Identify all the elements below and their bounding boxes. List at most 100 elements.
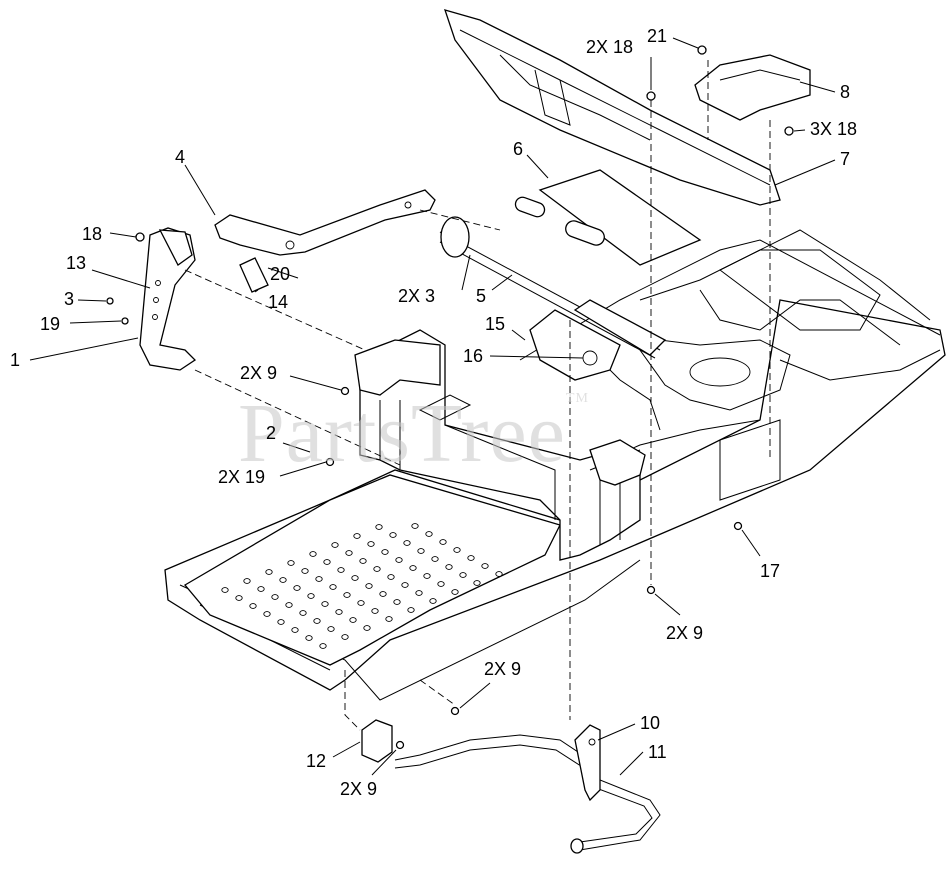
callout-2x3: 2X 3 <box>398 286 436 306</box>
floor-hole <box>429 598 437 604</box>
floor-hole <box>371 608 379 614</box>
callout-3: 3 <box>64 289 75 309</box>
floor-hole <box>393 599 401 605</box>
floor-hole <box>343 592 351 598</box>
floor-hole <box>221 587 229 593</box>
leader-lines <box>29 37 836 776</box>
floor-hole <box>387 574 395 580</box>
callout-15: 15 <box>485 314 506 334</box>
floor-hole <box>299 610 307 616</box>
floor-hole <box>313 618 321 624</box>
floor-hole <box>375 524 383 530</box>
callout-2x19: 2X 19 <box>218 467 266 487</box>
floor-hole <box>473 580 481 586</box>
floor-hole <box>305 635 313 641</box>
floor-hole <box>341 634 349 640</box>
floor-hole <box>417 548 425 554</box>
callout-8: 8 <box>840 82 851 102</box>
floor-hole <box>249 603 257 609</box>
floor-hole <box>481 563 489 569</box>
floor-hole <box>329 584 337 590</box>
floor-plate <box>184 474 561 666</box>
floor-hole <box>367 541 375 547</box>
floor-hole <box>381 549 389 555</box>
floor-hole <box>263 611 271 617</box>
fasteners <box>106 45 794 750</box>
callout-13: 13 <box>66 253 87 273</box>
floor-hole <box>293 585 301 591</box>
floor-hole <box>403 540 411 546</box>
floor-hole <box>323 559 331 565</box>
callout-7: 7 <box>840 149 851 169</box>
callout-2: 2 <box>266 423 277 443</box>
floor-hole <box>401 582 409 588</box>
callout-4: 4 <box>175 147 186 167</box>
floor-hole <box>235 595 243 601</box>
callout-2x9-pedestal: 2X 9 <box>240 363 278 383</box>
floor-hole <box>389 532 397 538</box>
floor-hole <box>309 551 317 557</box>
floor-hole <box>277 619 285 625</box>
callout-18: 18 <box>82 224 103 244</box>
callout-21: 21 <box>647 26 668 46</box>
floor-hole <box>349 617 357 623</box>
floor-hole <box>425 531 433 537</box>
lever-4 <box>214 189 436 293</box>
callout-16: 16 <box>463 346 484 366</box>
floor-hole <box>291 627 299 633</box>
floor-hole <box>331 542 339 548</box>
floor-hole <box>315 576 323 582</box>
floor-hole <box>321 601 329 607</box>
floor-hole <box>385 616 393 622</box>
bracket-10 <box>574 724 601 802</box>
block-12 <box>361 719 393 763</box>
callout-11: 11 <box>648 742 667 762</box>
floor-hole <box>453 547 461 553</box>
floor-hole <box>363 625 371 631</box>
floor-hole <box>279 577 287 583</box>
shaft-5 <box>439 216 667 359</box>
callout-10: 10 <box>640 713 661 733</box>
callout-2x9-block: 2X 9 <box>340 779 378 799</box>
floor-hole <box>301 568 309 574</box>
callout-6: 6 <box>513 139 524 159</box>
floor-hole <box>409 565 417 571</box>
floor-hole <box>439 539 447 545</box>
pedestal-bracket-right <box>589 439 646 486</box>
floor-hole <box>265 569 273 575</box>
floor-hole <box>437 581 445 587</box>
floor-hole <box>395 557 403 563</box>
floor-hole <box>415 590 423 596</box>
callout-14: 14 <box>268 292 289 312</box>
pedestal-bracket-left <box>354 339 441 396</box>
floor-hole <box>285 602 293 608</box>
floor-hole <box>423 573 431 579</box>
rod-11 <box>394 734 661 854</box>
floor-hole <box>407 607 415 613</box>
floor-hole <box>307 593 315 599</box>
floor-hole <box>353 533 361 539</box>
callout-19: 19 <box>40 314 61 334</box>
floor-hole <box>243 578 251 584</box>
callout-3x18: 3X 18 <box>810 119 858 139</box>
floor-hole <box>357 600 365 606</box>
floor-hole <box>337 567 345 573</box>
floor-hole <box>445 564 453 570</box>
callout-2x9-frame: 2X 9 <box>666 623 704 643</box>
floor-hole <box>345 550 353 556</box>
floor-hole <box>431 556 439 562</box>
floor-hole <box>411 523 419 529</box>
floor-hole <box>459 572 467 578</box>
callout-17: 17 <box>760 561 781 581</box>
plate-6 <box>514 169 702 266</box>
floor-hole <box>271 594 279 600</box>
floor-hole <box>359 558 367 564</box>
alignment-lines <box>184 60 771 731</box>
floor-hole <box>451 589 459 595</box>
callout-5: 5 <box>476 286 487 306</box>
floor-hole <box>351 575 359 581</box>
floor-hole <box>287 560 295 566</box>
callout-2x18: 2X 18 <box>586 37 634 57</box>
